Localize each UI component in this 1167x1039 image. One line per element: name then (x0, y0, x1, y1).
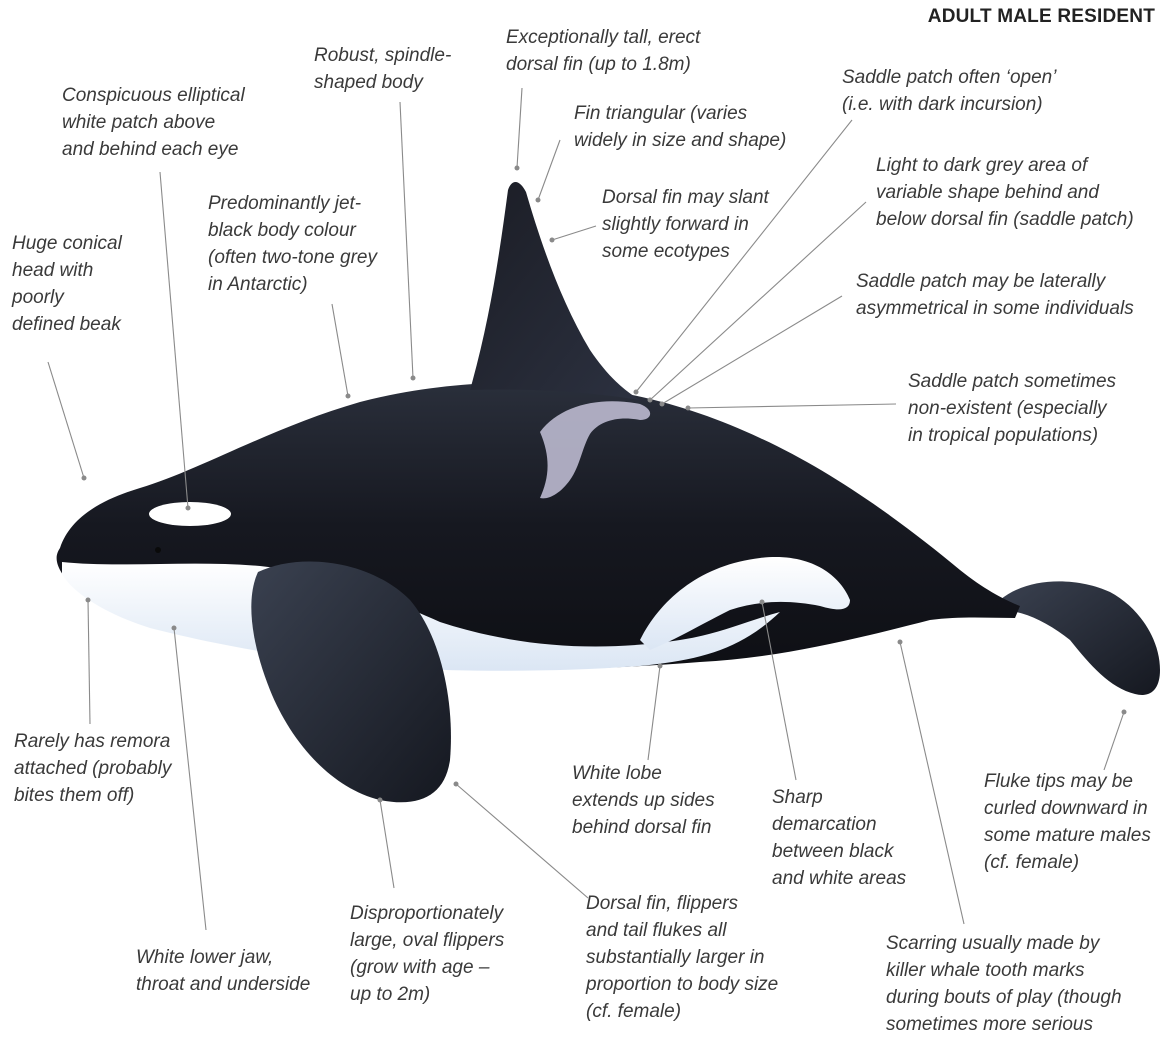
label-demarcation: Sharp demarcation between black and whit… (772, 784, 906, 892)
label-lower-jaw: White lower jaw, throat and underside (136, 944, 310, 998)
label-saddle-grey-area: Light to dark grey area of variable shap… (876, 152, 1134, 233)
label-saddle-open: Saddle patch often ‘open’ (i.e. with dar… (842, 64, 1056, 118)
label-remora: Rarely has remora attached (probably bit… (14, 728, 171, 809)
label-conical-head: Huge conical head with poorly defined be… (12, 230, 122, 338)
eye (155, 547, 161, 553)
diagram-title: ADULT MALE RESIDENT (928, 6, 1155, 28)
label-white-lobe: White lobe extends up sides behind dorsa… (572, 760, 715, 841)
eye-patch (149, 502, 231, 526)
label-larger-parts: Dorsal fin, flippers and tail flukes all… (586, 890, 778, 1025)
label-flippers: Disproportionately large, oval flippers … (350, 900, 504, 1008)
label-saddle-asymmetry: Saddle patch may be laterally asymmetric… (856, 268, 1134, 322)
label-scarring: Scarring usually made by killer whale to… (886, 930, 1122, 1038)
label-spindle-body: Robust, spindle- shaped body (314, 42, 451, 96)
label-eye-patch: Conspicuous elliptical white patch above… (62, 82, 245, 163)
label-fin-slant: Dorsal fin may slant slightly forward in… (602, 184, 769, 265)
label-tall-dorsal-fin: Exceptionally tall, erect dorsal fin (up… (506, 24, 700, 78)
label-fluke-tips: Fluke tips may be curled downward in som… (984, 768, 1151, 876)
tail-fluke (1000, 581, 1160, 695)
label-saddle-non-existent: Saddle patch sometimes non-existent (esp… (908, 368, 1116, 449)
label-fin-triangular: Fin triangular (varies widely in size an… (574, 100, 786, 154)
label-black-colour: Predominantly jet- black body colour (of… (208, 190, 377, 298)
